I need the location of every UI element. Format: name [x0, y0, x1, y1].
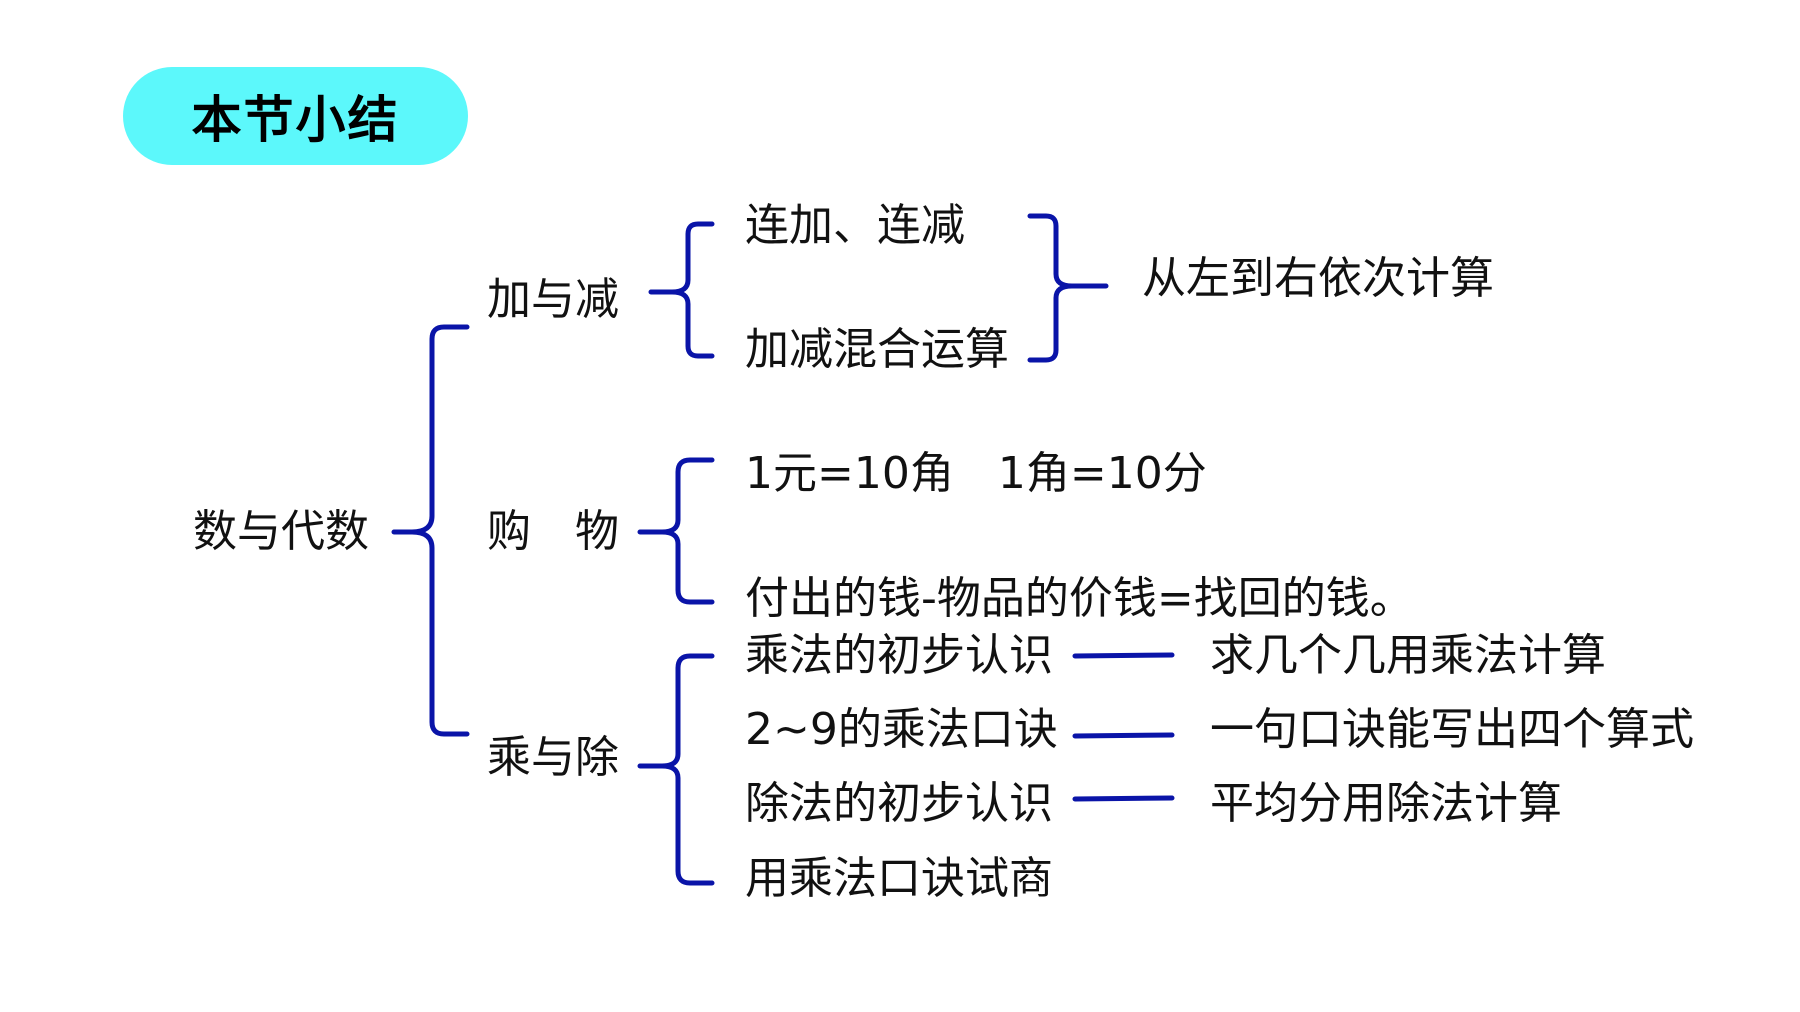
- add-sub-brace: [648, 221, 715, 359]
- rule-brace: [1027, 213, 1109, 363]
- branch-mul-div: 乘与除: [487, 732, 619, 783]
- mul-div-brace: [637, 653, 715, 886]
- section-title-badge: 本节小结: [123, 67, 468, 165]
- branch-add-sub: 加与减: [487, 274, 619, 325]
- add-sub-item: 加减混合运算: [745, 324, 1009, 375]
- shopping-item: 付出的钱-物品的价钱=找回的钱。: [745, 573, 1414, 624]
- branch-shopping: 购 物: [487, 506, 619, 557]
- section-title: 本节小结: [191, 91, 400, 149]
- root-topic: 数与代数: [193, 506, 369, 557]
- mul-div-note: 求几个几用乘法计算: [1210, 630, 1606, 681]
- note-connector: [1072, 652, 1175, 659]
- add-sub-rule: 从左到右依次计算: [1142, 253, 1494, 304]
- mul-div-item: 乘法的初步认识: [745, 630, 1053, 681]
- shopping-item: 1元=10角 1角=10分: [745, 448, 1207, 499]
- root-brace: [391, 324, 470, 737]
- mul-div-item: 2~9的乘法口诀: [745, 704, 1058, 755]
- mul-div-item: 除法的初步认识: [745, 778, 1053, 829]
- add-sub-item: 连加、连减: [745, 200, 965, 251]
- mul-div-note: 平均分用除法计算: [1210, 778, 1562, 829]
- note-connector: [1072, 732, 1175, 739]
- mul-div-item: 用乘法口诀试商: [745, 853, 1053, 904]
- note-connector: [1072, 795, 1175, 802]
- shopping-brace: [637, 457, 715, 605]
- mul-div-note: 一句口诀能写出四个算式: [1210, 704, 1694, 755]
